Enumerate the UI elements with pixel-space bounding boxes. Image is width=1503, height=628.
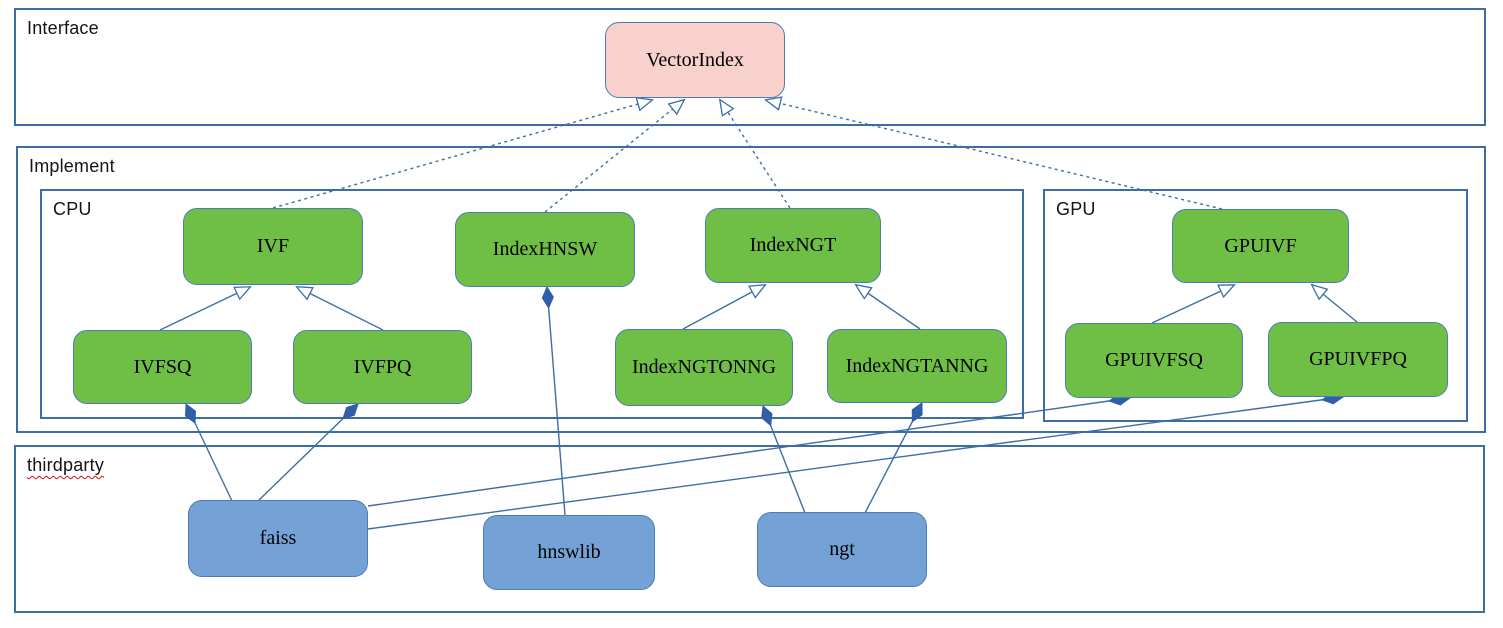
node-ngt: ngt (757, 512, 927, 587)
container-gpu-label: GPU (1056, 199, 1096, 219)
node-hnswlib-label: hnswlib (537, 541, 601, 563)
node-indexhnsw-label: IndexHNSW (492, 238, 598, 260)
node-ivfpq: IVFPQ (293, 330, 472, 404)
node-indexngtonng: IndexNGTONNG (615, 329, 793, 406)
node-faiss: faiss (188, 500, 368, 577)
node-hnswlib: hnswlib (483, 515, 655, 590)
node-gpuivfpq: GPUIVFPQ (1268, 322, 1448, 397)
node-indexhnsw: IndexHNSW (455, 212, 635, 287)
node-ivfpq-label: IVFPQ (353, 355, 412, 378)
node-gpuivfsq: GPUIVFSQ (1065, 323, 1243, 398)
node-indexngtonng-label: IndexNGTONNG (631, 356, 777, 378)
node-ivfsq: IVFSQ (73, 330, 252, 404)
node-ngt-label: ngt (829, 538, 855, 560)
node-gpuivf: GPUIVF (1172, 209, 1349, 283)
node-ivfsq-label: IVFSQ (133, 355, 192, 378)
node-gpuivf-label: GPUIVF (1224, 234, 1297, 257)
node-vectorindex-label: VectorIndex (646, 48, 744, 71)
container-cpu-label: CPU (53, 199, 92, 219)
container-implement-label: Implement (29, 156, 115, 176)
node-vectorindex: VectorIndex (605, 22, 785, 98)
node-indexngtanng: IndexNGTANNG (827, 329, 1007, 403)
node-indexngt: IndexNGT (705, 208, 881, 283)
node-ivf-label: IVF (256, 235, 290, 257)
container-interface-label: Interface (27, 18, 99, 38)
container-thirdparty-label: thirdparty (27, 455, 105, 475)
node-indexngt-label: IndexNGT (749, 234, 837, 256)
node-gpuivfpq-label: GPUIVFPQ (1309, 348, 1407, 370)
node-faiss-label: faiss (259, 527, 297, 549)
node-gpuivfsq-label: GPUIVFSQ (1105, 349, 1203, 371)
node-ivf: IVF (183, 208, 363, 285)
node-indexngtanng-label: IndexNGTANNG (845, 354, 989, 377)
